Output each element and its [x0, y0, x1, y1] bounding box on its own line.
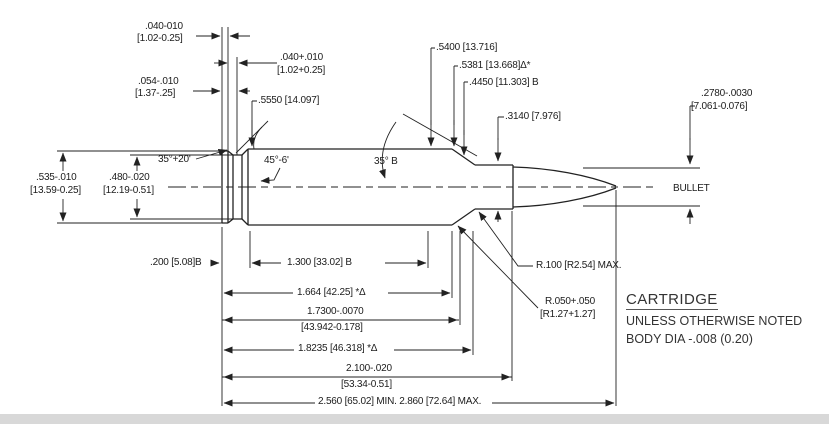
dim-head-length: .200 [5.08]B	[150, 257, 202, 268]
dim-neck-radius: R.100 [R2.54] MAX.	[536, 260, 622, 271]
dim-length-to-shoulder: 1.664 [42.25] *Δ	[297, 287, 366, 298]
cartridge-title: CARTRIDGE	[626, 291, 718, 310]
dim-extractor-groove-dia-mm: [12.19-0.51]	[103, 185, 154, 196]
dim-groove-depth-in: .054-.010	[138, 76, 179, 87]
bullet-label: BULLET	[673, 183, 710, 194]
dim-shoulder-dia: .5381 [13.668]Δ*	[459, 60, 531, 71]
dim-bullet-dia-in: .2780-.0030	[701, 88, 753, 99]
dim-case-length-mm: [53.34-0.51]	[341, 379, 392, 390]
shoulder-radius-leader	[457, 225, 539, 309]
dim-length-to-datum-in: 1.7300-.0070	[307, 306, 364, 317]
dim-groove-width-mm: [1.02+0.25]	[277, 65, 326, 76]
dim-body-ref-length: 1.300 [33.02] B	[287, 257, 352, 268]
dim-neck-dia: .3140 [7.976]	[505, 111, 561, 122]
dimension-lines	[59, 32, 695, 407]
dim-extractor-groove-dia-in: .480-.020	[109, 172, 150, 183]
dim-rim-thickness-mm: [1.02-0.25]	[137, 33, 183, 44]
dim-shoulder-radius-in: R.050+.050	[545, 296, 595, 307]
dim-rim-dia-mm: [13.59-0.25]	[30, 185, 81, 196]
angle-groove: 45°-6'	[264, 155, 289, 166]
cartridge-note-block: CARTRIDGE UNLESS OTHERWISE NOTED BODY DI…	[626, 291, 802, 346]
extension-lines	[57, 27, 617, 406]
footer-scan-bar	[0, 414, 829, 424]
dim-length-to-datum-mm: [43.942-0.178]	[301, 322, 363, 333]
dim-rim-dia-in: .535-.010	[36, 172, 77, 183]
dim-groove-width-in: .040+.010	[280, 52, 323, 63]
dim-overall-length: 2.560 [65.02] MIN. 2.860 [72.64] MAX.	[318, 396, 482, 407]
dim-groove-depth-mm: [1.37-.25]	[135, 88, 176, 99]
angle-shoulder: 35° B	[374, 156, 398, 167]
cartridge-note-line-2: BODY DIA -.008 (0.20)	[626, 332, 753, 346]
dim-case-length-in: 2.100-.020	[346, 363, 392, 374]
neck-radius-leader	[478, 211, 533, 267]
case-outline	[221, 148, 700, 226]
bullet-ogive	[512, 166, 617, 208]
bullet-cylinder-lines	[583, 167, 700, 207]
dim-datum-dia: .4450 [11.303] B	[469, 77, 539, 88]
dim-body-dia: .5400 [13.716]	[436, 42, 498, 53]
dim-shoulder-length: 1.8235 [46.318] *Δ	[298, 343, 378, 354]
cartridge-note-line-1: UNLESS OTHERWISE NOTED	[626, 314, 803, 328]
dim-base-dia: .5550 [14.097]	[258, 95, 320, 106]
dim-rim-thickness-in: .040-010	[145, 21, 183, 32]
dim-bullet-dia-mm: [7.061-0.076]	[691, 101, 748, 112]
dim-shoulder-radius-mm: [R1.27+1.27]	[540, 309, 596, 320]
angle-head-bevel: 35°+20'	[158, 154, 191, 165]
